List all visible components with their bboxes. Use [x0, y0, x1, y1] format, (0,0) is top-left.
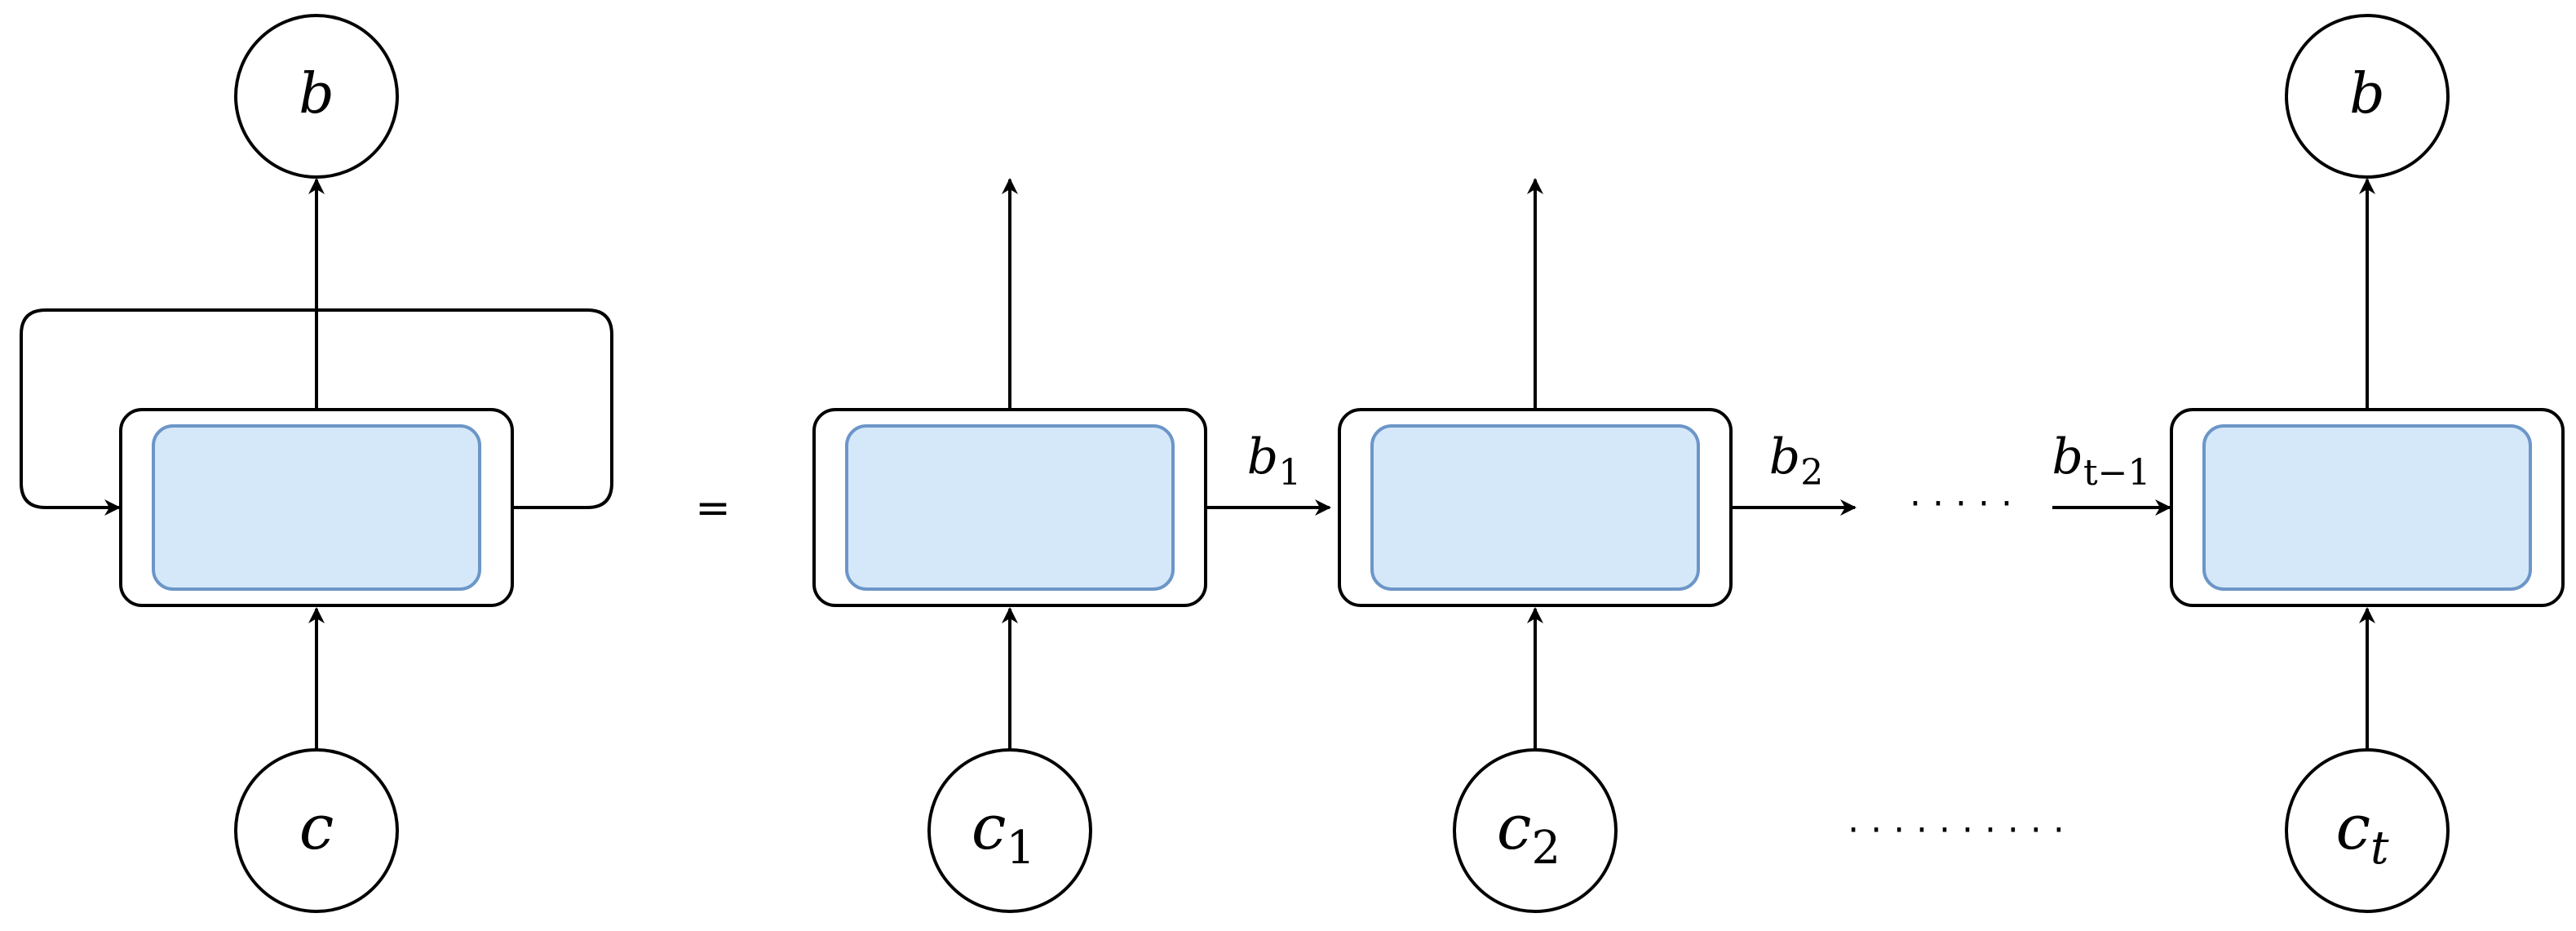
cell-t-input-node	[2285, 748, 2450, 913]
state-label-t-minus-1: bt−1	[2052, 428, 2151, 494]
state-t-minus-1-sub: t−1	[2083, 452, 2151, 494]
cell-t-input-base: c	[2335, 791, 2370, 863]
state-1-sub: 1	[1278, 452, 1301, 494]
cell-1-input-base: c	[972, 791, 1007, 863]
cell-2-input-label: c2	[1497, 791, 1560, 875]
cell-t-input-sub: t	[2370, 822, 2389, 875]
state-2-sub: 2	[1800, 452, 1823, 494]
folded-output-label: b	[299, 62, 334, 126]
folded-recurrent-loop	[20, 308, 613, 516]
middle-ellipsis: · · · · ·	[1910, 483, 2012, 525]
cell-2-inner	[1370, 424, 1700, 591]
state-label-2: b2	[1769, 428, 1823, 494]
bottom-ellipsis: · · · · · · · · · ·	[1848, 809, 2065, 851]
cell-t-input-label: ct	[2335, 791, 2389, 875]
folded-rnn: b c	[20, 14, 613, 913]
cell-2-input-sub: 2	[1531, 822, 1560, 875]
cell-2-input-base: c	[1497, 791, 1532, 863]
unrolled-cell-2: c2 b2	[1338, 178, 1857, 913]
cell-1-input-node	[927, 748, 1092, 913]
folded-output-node	[234, 14, 399, 179]
cell-t-inner	[2202, 424, 2532, 591]
cell-t-output-label: b	[2349, 62, 2385, 126]
unrolled-cell-1: c1 b1	[812, 178, 1331, 913]
state-t-minus-1-base: b	[2052, 428, 2083, 485]
cell-1-inner	[845, 424, 1175, 591]
cell-1-input-label: c1	[972, 791, 1035, 875]
state-2-base: b	[1769, 428, 1800, 485]
cell-t-output-node	[2285, 14, 2450, 179]
equals-sign: =	[695, 484, 731, 533]
state-1-base: b	[1247, 428, 1278, 485]
unrolled-cell-t: bt−1 b ct	[2052, 14, 2565, 913]
folded-input-node	[234, 748, 399, 913]
folded-input-label: c	[299, 791, 334, 863]
state-label-1: b1	[1247, 428, 1301, 494]
cell-1-input-sub: 1	[1006, 822, 1035, 875]
cell-2-input-node	[1453, 748, 1618, 913]
folded-rnn-cell-inner	[152, 424, 481, 591]
